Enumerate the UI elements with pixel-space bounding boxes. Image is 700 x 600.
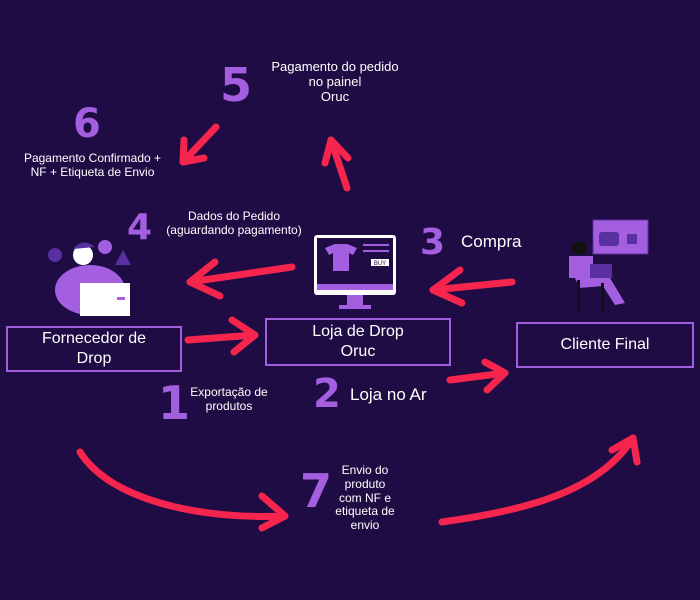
store-monitor-illustration: BUY [314,235,396,309]
step-1-number: 1 [158,376,191,430]
arrow-store-to-supplier [186,258,296,300]
step-5-line1: Pagamento do pedido [271,59,399,74]
arrow-store-to-client [446,358,509,394]
node-store: Loja de Drop Oruc [265,318,451,366]
client-illustration [569,219,649,314]
arrow-supplier-to-store [184,316,259,356]
buy-label: BUY [374,261,386,267]
step-7-text: Envio do produto com NF e etiqueta de en… [335,463,395,533]
step-5-line2: no painel [308,73,362,89]
node-store-label-line1: Loja de Drop [312,323,404,340]
step-5-number: 5 [220,58,253,112]
step-3-number: 3 [420,222,446,263]
step-5-line3: Oruc [320,88,350,104]
step-3-text: Compra [461,232,522,251]
step-1-text: Exportação de produtos [190,385,268,413]
node-supplier: Fornecedor de Drop [6,326,182,372]
step-4-line1: Dados do Pedido [187,209,281,223]
supplier-illustration [48,240,131,316]
step-4-line2: (aguardando pagamento) [166,222,302,237]
step-4-text: Dados do Pedido (aguardando pagamento) [164,209,304,238]
arrow-client-to-store [429,266,516,307]
step-2-number: 2 [313,371,341,417]
step-4-number: 4 [127,207,153,248]
arrow-up-to-step5 [321,136,352,192]
step-2-text: Loja no Ar [350,385,427,404]
node-store-label-line2: Oruc [340,343,376,360]
step-6-number: 6 [73,101,101,147]
node-client-label: Cliente Final [560,336,650,353]
step-6-line1: Pagamento Confirmado + [23,151,162,165]
step-6-line2: NF + Etiqueta de Envio [30,164,155,179]
node-supplier-label: Fornecedor de Drop [41,330,147,367]
step-5-text: Pagamento do pedido no painel Oruc [260,59,410,105]
step-6-text: Pagamento Confirmado + NF + Etiqueta de … [10,151,175,180]
arrow-client-curve [438,434,641,526]
arrow-supplier-curve [76,448,289,532]
step-7-number: 7 [300,464,333,518]
arrow-to-step6 [179,123,220,166]
node-client: Cliente Final [516,322,694,368]
